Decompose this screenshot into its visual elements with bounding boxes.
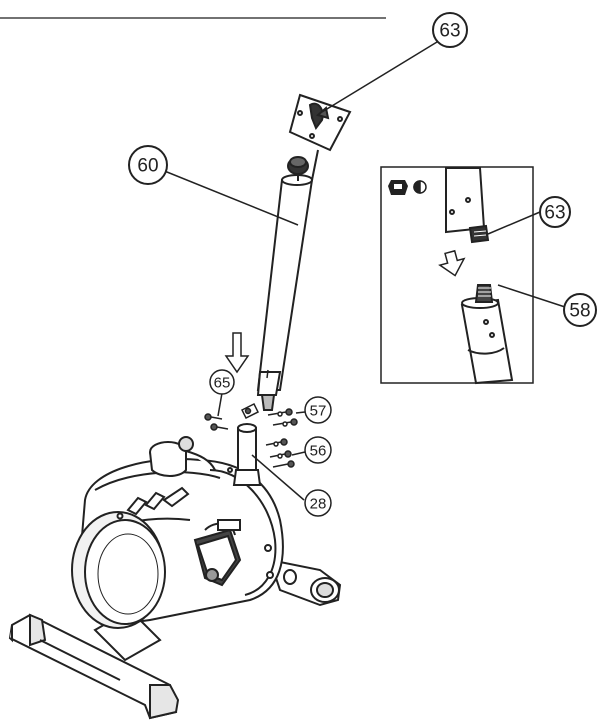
moon-icon	[413, 180, 427, 194]
svg-text:57: 57	[310, 403, 327, 420]
svg-text:28: 28	[310, 496, 327, 513]
inset-lower-tube	[460, 284, 514, 385]
callout-65: 65	[209, 369, 235, 395]
rear-stabilizer	[268, 558, 342, 607]
adjustment-knob	[287, 156, 309, 181]
callout-60: 60	[128, 145, 168, 185]
svg-text:63: 63	[439, 21, 460, 42]
inset-detail: 63 58	[380, 166, 597, 385]
svg-text:65: 65	[214, 375, 231, 392]
bolts-65	[204, 402, 260, 431]
callout-63-inset: 63	[539, 196, 571, 228]
lower-frame-tube	[232, 423, 262, 486]
flywheel	[71, 511, 166, 629]
leader-lines	[161, 41, 438, 501]
upright-post	[256, 174, 314, 411]
bolts-57	[267, 408, 298, 427]
top-cap	[149, 436, 216, 477]
inset-upper-tube	[445, 167, 490, 244]
body-vents	[116, 486, 190, 520]
callout-63-main: 63	[432, 12, 468, 48]
down-arrow-icon	[224, 332, 250, 374]
body-rear	[209, 467, 277, 596]
svg-text:60: 60	[137, 156, 158, 177]
front-stabilizer	[8, 613, 180, 720]
callout-28: 28	[304, 489, 332, 517]
bolts-56	[265, 438, 295, 468]
svg-text:63: 63	[544, 203, 565, 224]
callout-58: 58	[563, 293, 597, 327]
callout-57: 57	[304, 396, 332, 424]
svg-text:58: 58	[569, 301, 590, 322]
callout-56: 56	[304, 436, 332, 464]
svg-text:56: 56	[310, 443, 327, 460]
wrench-phone-icon	[388, 180, 408, 195]
inset-arrow-icon	[438, 249, 466, 277]
pedal-assembly	[193, 519, 242, 587]
inset-leader-lines	[487, 211, 566, 308]
handlebar-mount-plate	[288, 93, 352, 181]
